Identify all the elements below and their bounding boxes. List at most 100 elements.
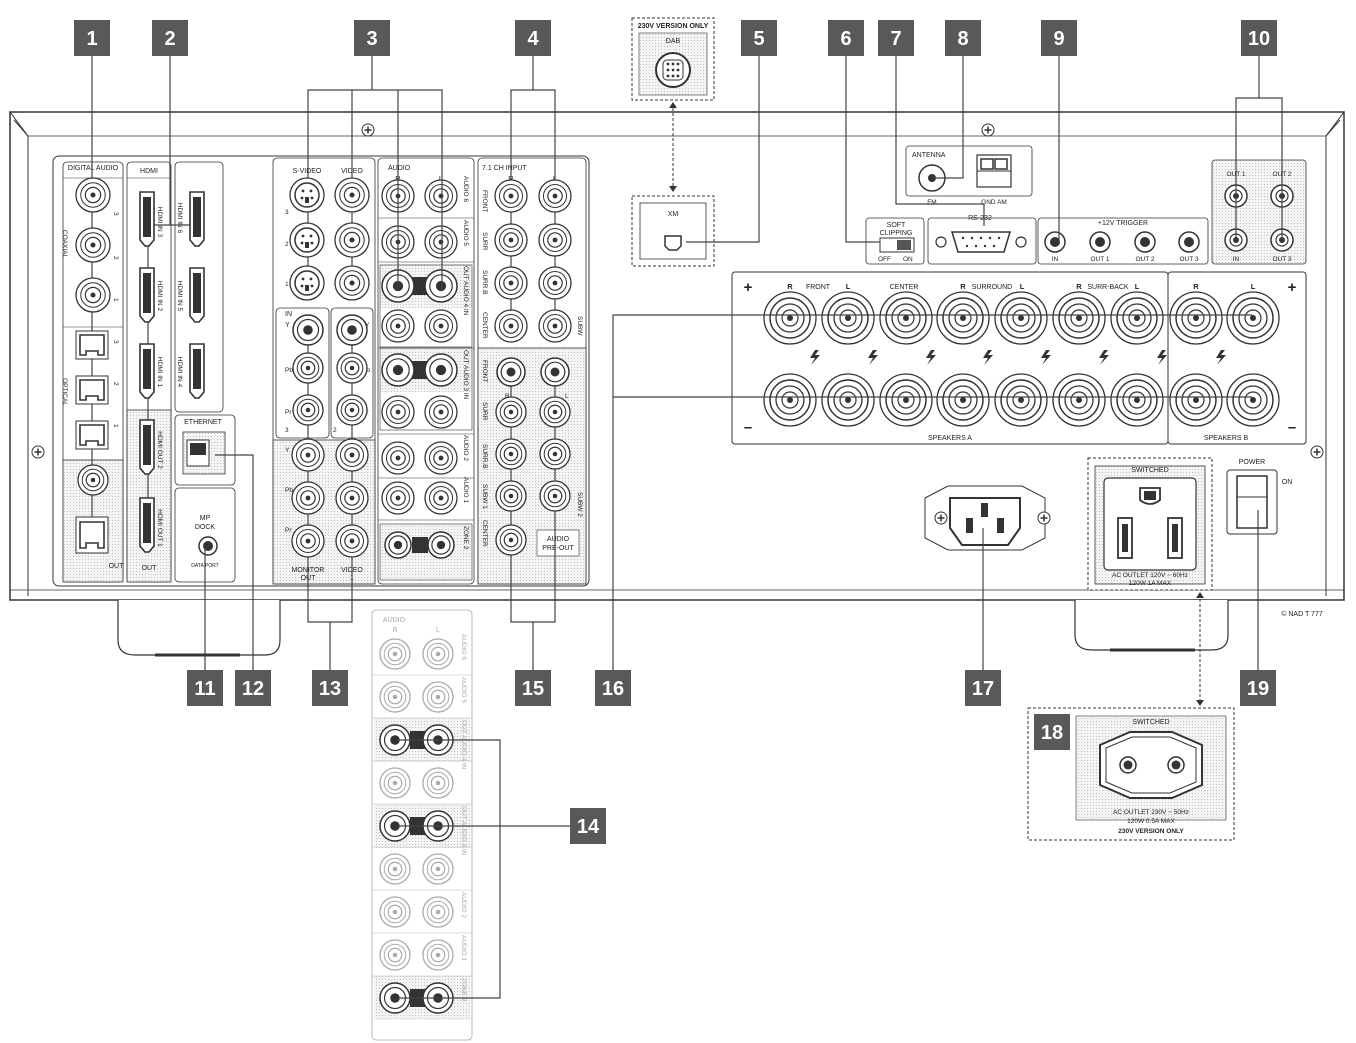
- screw-icon: [981, 123, 995, 137]
- speakers-b-l: L: [1251, 282, 1256, 291]
- hdmi-out-2-label: HDMI OUT 2: [156, 431, 163, 469]
- lightning-icon: [1099, 350, 1109, 365]
- opt-num-2: 2: [112, 382, 119, 386]
- callout-9: 9: [1041, 20, 1077, 56]
- callout-2: 2: [152, 20, 188, 56]
- callout-number: 2: [164, 28, 175, 50]
- callout-number: 9: [1053, 28, 1064, 50]
- component2-y-label: Y: [365, 322, 370, 329]
- ghost-row-label-1: AUDIO 5: [460, 677, 467, 703]
- dab-version-label: 230V VERSION ONLY: [638, 23, 709, 30]
- ghost-jack-r-3: [379, 767, 411, 799]
- ir-section: OUT 1 OUT 2 IN OUT 3: [1211, 159, 1307, 265]
- ir-out3: OUT 3: [1272, 256, 1291, 263]
- audio-jack-l-1: [424, 225, 458, 259]
- audio-row-label-3: OUT AUDIO 3 IN: [462, 350, 469, 400]
- digital-audio-title: DIGITAL AUDIO: [68, 165, 119, 172]
- switched-us-title: SWITCHED: [1131, 467, 1168, 474]
- callout-number: 6: [840, 28, 851, 50]
- speaker-posts: [763, 291, 1280, 427]
- screws: [31, 123, 1324, 459]
- preout-label-1: AUDIO: [547, 536, 570, 543]
- ghost-jack-l-6: [422, 896, 454, 928]
- video-in-jack-1: [334, 177, 370, 213]
- switched-us-line2: 120W 1A MAX: [1129, 580, 1172, 587]
- trigger-label-3: OUT 3: [1179, 256, 1198, 263]
- lightning-icon: [810, 350, 820, 365]
- optical-jack-3: [75, 420, 109, 450]
- audio-row-label-1: AUDIO 5: [462, 220, 469, 246]
- optical-out-jack: [75, 516, 109, 554]
- audio-row-label-5: AUDIO 1: [462, 477, 469, 503]
- callout-13: 13: [312, 670, 348, 706]
- coax-num-1: 1: [112, 298, 119, 302]
- ghost-audio-r: R: [392, 627, 397, 634]
- binding-post-5-plus: [1052, 291, 1106, 345]
- input71-title: 7.1 CH INPUT: [482, 165, 527, 172]
- binding-post-8-minus: [1226, 373, 1280, 427]
- front-l: L: [846, 282, 851, 291]
- monitor-out-jack-1: [291, 438, 325, 472]
- callout-14: 14: [570, 808, 606, 844]
- xm-label: XM: [668, 211, 679, 218]
- audio-out-jack-r-4: [381, 353, 415, 387]
- ghost-audio-title: AUDIO: [383, 617, 406, 624]
- surround-l: L: [1020, 282, 1025, 291]
- hdmi-in-1-label: HDMI IN 1: [156, 357, 163, 388]
- callout-18: 18: [1034, 714, 1070, 750]
- coaxial-label: COAXIAL: [61, 230, 68, 259]
- lightning-icon: [868, 350, 878, 365]
- switched-us-outlet: SWITCHED AC OUTLET 120V ~ 60Hz 120W 1A M…: [1087, 457, 1213, 591]
- speakers-minus: –: [744, 419, 752, 436]
- component-y-label: Y: [285, 322, 290, 329]
- hdmi-port-right-1: [189, 191, 205, 247]
- ghost-jack-r-7: [379, 939, 411, 971]
- callout-16: 16: [595, 670, 631, 706]
- callout-number: 1: [86, 28, 97, 50]
- antenna-gnd-am: GND AM: [981, 199, 1007, 206]
- svideo-num-3: 3: [285, 209, 289, 216]
- preout-front-l-jack: [540, 357, 570, 387]
- switched-us-line1: AC OUTLET 120V ~ 60Hz: [1112, 572, 1188, 579]
- lightning-icon: [1041, 350, 1051, 365]
- power-inlet: [924, 485, 1046, 551]
- binding-post-6-minus: [1110, 373, 1164, 427]
- preout-r: R: [505, 393, 510, 400]
- callout-number: 5: [753, 28, 764, 50]
- trigger-jack-3: [1178, 231, 1200, 253]
- input71-jack-l-1: [538, 223, 572, 257]
- ghost-jack-l-0: [422, 638, 454, 670]
- monitor-out-jack-2: [291, 481, 325, 515]
- preout-left-jack-3: [495, 524, 527, 556]
- coaxial-jack-3: [75, 277, 111, 313]
- opt-num-1: 1: [112, 424, 119, 428]
- preout-right-jack-1: [539, 438, 571, 470]
- surr-back-r: R: [1076, 282, 1082, 291]
- callout-number: 8: [957, 28, 968, 50]
- ghost-jack-l-7: [422, 939, 454, 971]
- hdmi-port-right-3: [189, 343, 205, 399]
- trigger-label-2: OUT 2: [1135, 256, 1154, 263]
- speakers-plus: +: [744, 279, 753, 296]
- ghost-row-label-3: OUT AUDIO 3 IN: [460, 806, 467, 856]
- binding-post-5-minus: [1052, 373, 1106, 427]
- preout-right-jack-2: [539, 480, 571, 512]
- audio-row-label-0: AUDIO 6: [462, 176, 469, 202]
- callout-5: 5: [741, 20, 777, 56]
- lightning-icon: [926, 350, 936, 365]
- hdmi-out-label: OUT: [142, 565, 158, 572]
- dab-label: DAB: [666, 38, 681, 45]
- preout-subw2: SUBW 2: [576, 492, 583, 517]
- binding-post-8-plus: [1226, 291, 1280, 345]
- hdmi-in-4-label: HDMI IN 4: [176, 357, 183, 388]
- lightning-icon: [1216, 350, 1226, 365]
- preout-surr: SURR: [481, 402, 488, 421]
- audio-l-label: L: [439, 174, 443, 183]
- lightning-icon: [983, 350, 993, 365]
- dab-box: 230V VERSION ONLY DAB: [631, 17, 715, 101]
- hdmi-port-left-1: [139, 191, 155, 247]
